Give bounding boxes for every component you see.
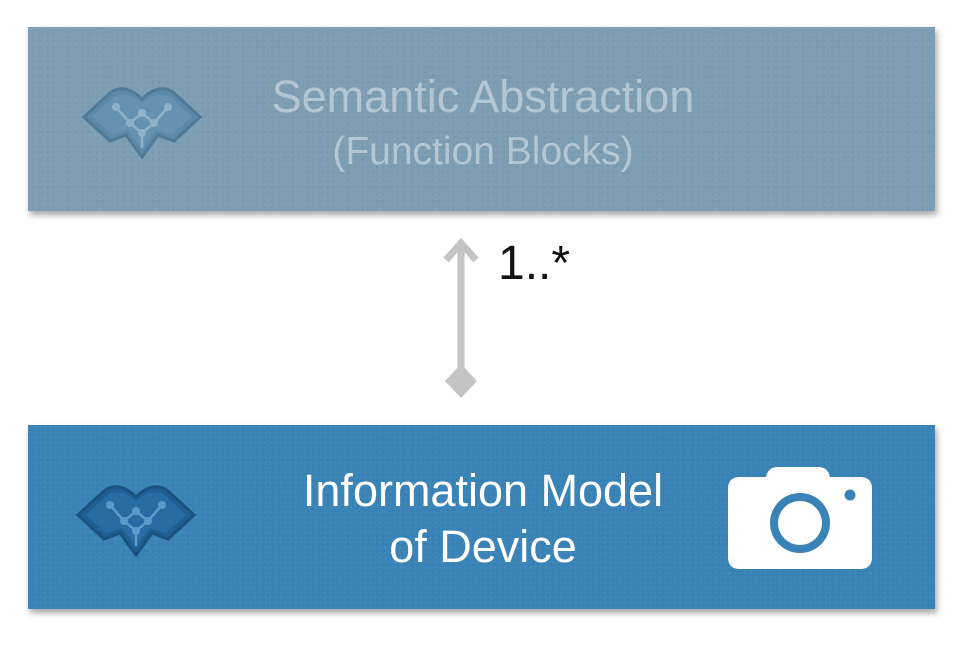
aggregation-connector	[443, 237, 479, 398]
box-subtitle: of Device	[389, 521, 577, 572]
information-model-box: Information Model of Device	[28, 425, 935, 609]
vorto-logo-icon	[75, 485, 197, 557]
arrow-up-icon	[443, 237, 479, 263]
information-model-label: Information Model of Device	[208, 463, 758, 576]
vorto-logo-icon	[81, 87, 203, 159]
box-subtitle: (Function Blocks)	[332, 130, 634, 173]
camera-icon	[728, 467, 872, 569]
diamond-aggregation-icon	[445, 364, 477, 398]
semantic-abstraction-box: Semantic Abstraction (Function Blocks)	[28, 27, 935, 211]
box-title: Information Model	[302, 465, 664, 516]
box-title: Semantic Abstraction	[271, 71, 695, 122]
multiplicity-label: 1..*	[498, 237, 571, 290]
semantic-abstraction-label: Semantic Abstraction (Function Blocks)	[208, 69, 758, 180]
